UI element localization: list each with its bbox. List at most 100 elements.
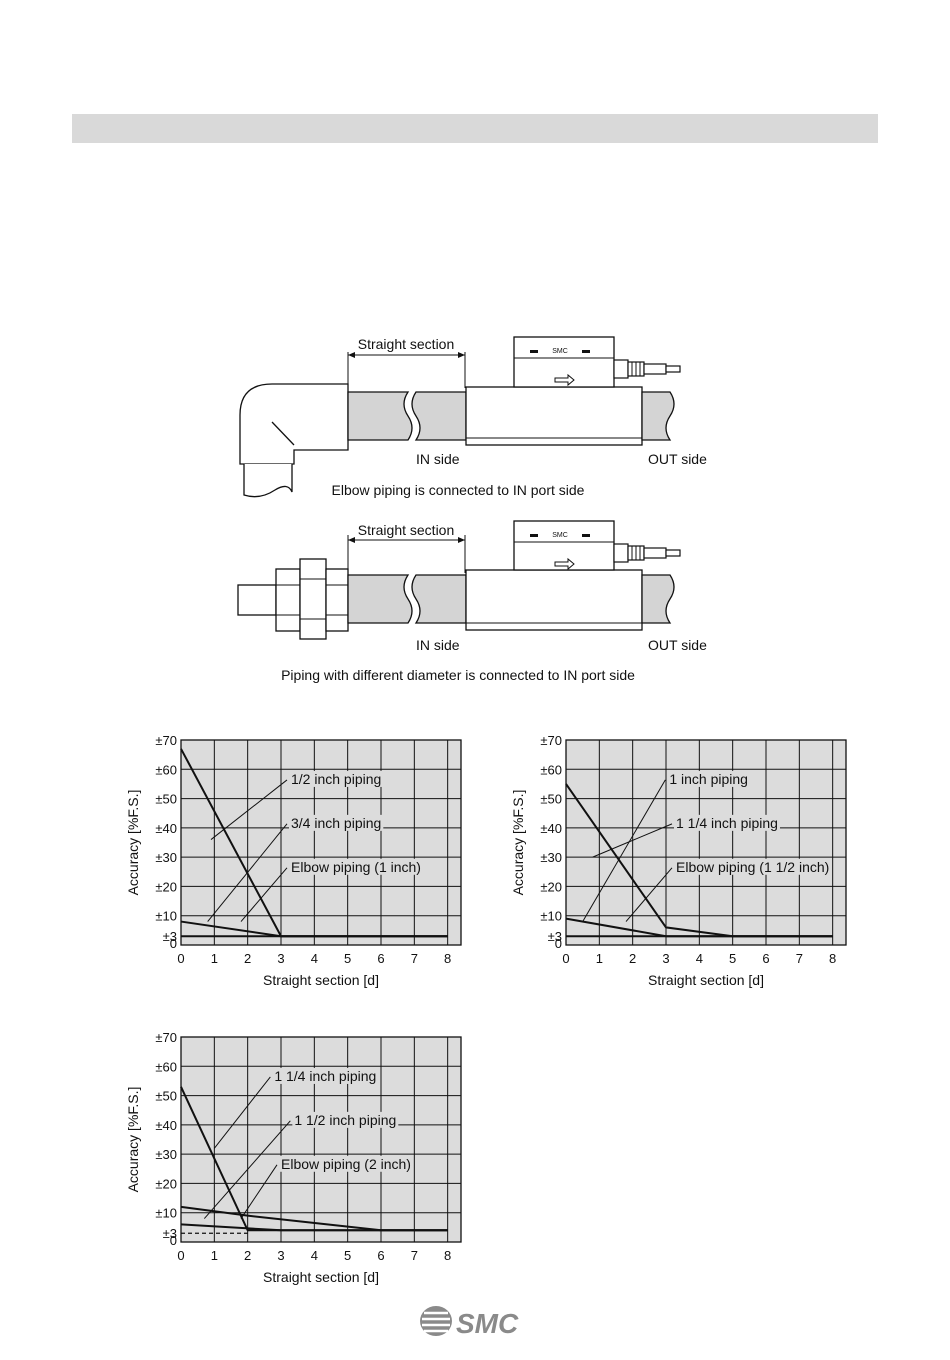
reducer-caption: Piping with different diameter is connec…	[281, 667, 635, 683]
annotation-leader	[207, 823, 288, 922]
y-axis-label: Accuracy [%F.S.]	[510, 790, 526, 896]
y-tick-label: 0	[170, 1233, 177, 1248]
x-tick-label: 5	[344, 1248, 351, 1263]
y-tick-label: ±10	[540, 909, 562, 924]
annotation-label-background	[289, 770, 384, 787]
x-tick-label: 4	[311, 1248, 318, 1263]
annotation-label-background	[674, 858, 832, 875]
annotation-label: 1 1/2 inch piping	[294, 1112, 396, 1128]
x-tick-label: 2	[629, 951, 636, 966]
y-tick-label: 0	[555, 936, 562, 951]
x-tick-label: 0	[177, 951, 184, 966]
x-tick-label: 3	[662, 951, 669, 966]
annotation-label: 1 1/4 inch piping	[676, 815, 778, 831]
x-tick-label: 6	[377, 1248, 384, 1263]
elbow-caption: Elbow piping is connected to IN port sid…	[332, 482, 585, 498]
x-tick-label: 8	[444, 951, 451, 966]
y-axis-label: Accuracy [%F.S.]	[125, 790, 141, 896]
x-tick-label: 1	[596, 951, 603, 966]
y-tick-label: ±50	[155, 1089, 177, 1104]
x-tick-label: 4	[311, 951, 318, 966]
out-side-label: OUT side	[648, 637, 707, 653]
y-tick-label: ±10	[155, 1206, 177, 1221]
x-tick-label: 0	[562, 951, 569, 966]
section-header-bar	[72, 114, 878, 143]
x-axis-label: Straight section [d]	[648, 972, 764, 988]
smc-logo-text: SMC	[456, 1308, 519, 1339]
x-tick-label: 7	[411, 1248, 418, 1263]
annotation-label-background	[289, 814, 384, 831]
y-tick-label: ±20	[155, 1176, 177, 1191]
smc-logo: SMC	[418, 1301, 534, 1343]
y-tick-label: ±20	[540, 879, 562, 894]
y-tick-label: ±3	[163, 1226, 177, 1241]
y-tick-label: ±20	[155, 879, 177, 894]
annotation-label-background	[292, 1111, 399, 1128]
y-tick-label: ±40	[155, 1118, 177, 1133]
annotation-leader	[240, 867, 288, 922]
y-tick-label: ±70	[155, 733, 177, 748]
annotation-leader	[582, 779, 666, 922]
x-tick-label: 6	[762, 951, 769, 966]
x-tick-label: 5	[344, 951, 351, 966]
y-tick-label: ±60	[540, 762, 562, 777]
x-tick-label: 0	[177, 1248, 184, 1263]
x-tick-label: 3	[277, 1248, 284, 1263]
straight-section-label: Straight section	[358, 522, 455, 538]
x-tick-label: 1	[211, 1248, 218, 1263]
annotation-label: 1 1/4 inch piping	[274, 1068, 376, 1084]
y-tick-label: ±30	[540, 850, 562, 865]
x-axis-label: Straight section [d]	[263, 1269, 379, 1285]
straight-section-label: Straight section	[358, 336, 455, 352]
annotation-label: Elbow piping (1 inch)	[291, 859, 421, 875]
annotation-label-background	[272, 1067, 379, 1084]
elbow-piping-diagram: Straight section SMC IN side OUT side El…	[239, 336, 707, 498]
y-tick-label: ±3	[163, 929, 177, 944]
series-line	[180, 1223, 448, 1232]
annotation-label: 3/4 inch piping	[291, 815, 381, 831]
y-tick-label: ±40	[540, 821, 562, 836]
y-tick-label: ±50	[540, 792, 562, 807]
annotation-label: 1/2 inch piping	[291, 771, 381, 787]
x-tick-label: 5	[729, 951, 736, 966]
device-logo: SMC	[552, 532, 568, 539]
x-tick-label: 8	[444, 1248, 451, 1263]
y-tick-label: ±50	[155, 792, 177, 807]
annotation-label: Elbow piping (1 1/2 inch)	[676, 859, 829, 875]
x-tick-label: 2	[244, 951, 251, 966]
annotation-leader	[240, 1164, 278, 1219]
out-side-label: OUT side	[648, 451, 707, 467]
y-tick-label: ±60	[155, 1059, 177, 1074]
x-tick-label: 7	[796, 951, 803, 966]
annotation-label-background	[279, 1155, 413, 1172]
annotation-leader	[213, 1076, 271, 1149]
annotation-label: Elbow piping (2 inch)	[281, 1156, 411, 1172]
annotation-label-background	[289, 858, 423, 875]
y-tick-label: ±30	[155, 1147, 177, 1162]
annotation-label: 1 inch piping	[669, 771, 748, 787]
annotation-label-background	[674, 814, 780, 831]
x-tick-label: 3	[277, 951, 284, 966]
y-tick-label: ±30	[155, 850, 177, 865]
reducer-piping-diagram: Straight section SMC IN side OUT side Pi…	[237, 520, 707, 683]
smc-logo-mark-icon	[420, 1306, 452, 1336]
y-tick-label: ±40	[155, 821, 177, 836]
y-axis-label: Accuracy [%F.S.]	[125, 1087, 141, 1193]
annotation-leader	[203, 1120, 291, 1219]
x-tick-label: 6	[377, 951, 384, 966]
y-tick-label: ±70	[155, 1030, 177, 1045]
annotation-leader	[592, 823, 673, 858]
annotation-leader	[210, 779, 288, 840]
y-tick-label: ±60	[155, 762, 177, 777]
x-tick-label: 1	[211, 951, 218, 966]
x-tick-label: 8	[829, 951, 836, 966]
y-tick-label: ±10	[155, 909, 177, 924]
y-tick-label: ±3	[548, 929, 562, 944]
annotation-leader	[625, 867, 673, 922]
y-tick-label: 0	[170, 936, 177, 951]
device-logo: SMC	[552, 348, 568, 355]
